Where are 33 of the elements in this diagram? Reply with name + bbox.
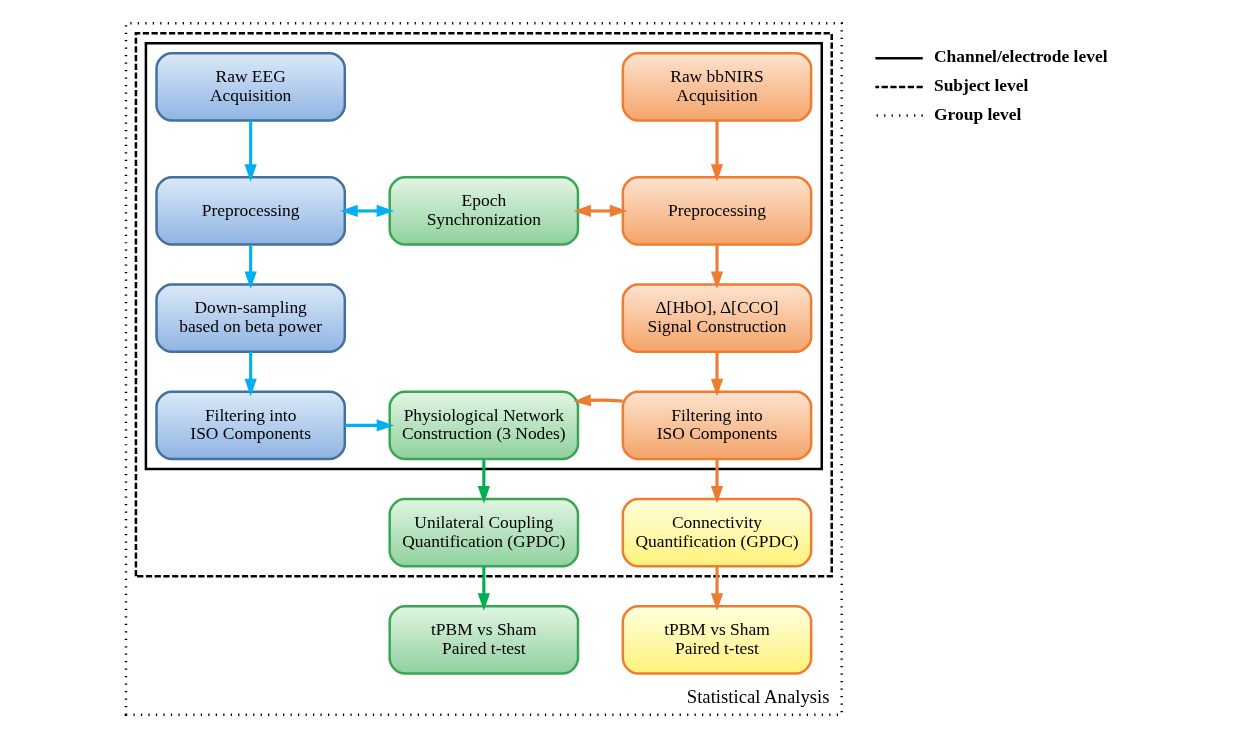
node-box: Preprocessing — [621, 176, 813, 246]
arrow — [710, 120, 724, 182]
arrow — [244, 120, 257, 182]
node-box: Δ[HbO], Δ[CCO] Signal Construction — [621, 283, 813, 354]
arrow — [710, 352, 724, 397]
node-box: Epoch Synchronization — [388, 176, 580, 246]
node-box: Down-sampling based on beta power — [155, 283, 347, 354]
arrow — [344, 419, 395, 432]
node-box: Filtering into ISO Components — [621, 390, 813, 461]
arrow — [710, 244, 724, 290]
arrow — [573, 394, 623, 407]
node-box: Preprocessing — [155, 176, 347, 246]
arrow — [573, 204, 628, 218]
arrow — [477, 459, 490, 504]
arrow — [710, 459, 724, 504]
arrow — [244, 244, 257, 290]
cluster — [134, 32, 833, 578]
node-box: Filtering into ISO Components — [155, 390, 347, 461]
arrow — [340, 204, 395, 218]
legend-label: Subject level — [933, 74, 1029, 95]
node-box: tPBM vs Sham Paired t-test — [621, 605, 813, 675]
legend-label: Group level — [933, 103, 1022, 124]
node-box: Raw EEG Acquisition — [155, 51, 347, 122]
cluster — [144, 42, 823, 471]
node-box: Raw bbNIRS Acquisition — [621, 51, 813, 122]
arrow — [244, 352, 257, 397]
node-box: Physiological Network Construction (3 Nodes) — [388, 390, 580, 461]
arrow — [710, 566, 724, 611]
node-box: Connectivity Quantification (GPDC) — [621, 497, 813, 568]
node-box: tPBM vs Sham Paired t-test — [388, 605, 580, 675]
node-box: Unilateral Coupling Quantification (GPDC) — [388, 497, 580, 568]
legend-label: Channel/electrode level — [933, 46, 1108, 67]
arrow — [477, 566, 490, 611]
